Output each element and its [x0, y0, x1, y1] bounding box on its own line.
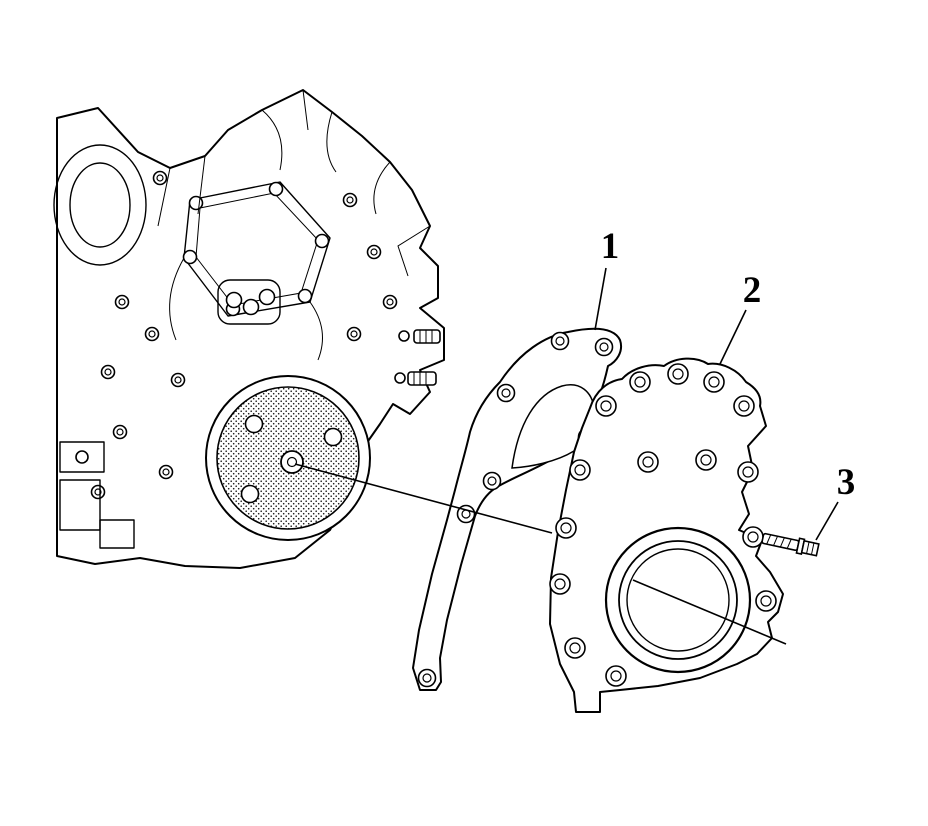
- callout-3-label: 3: [837, 462, 856, 503]
- alignment-line-hub-to-gasket: [294, 463, 553, 534]
- callout-3-leader-line: [815, 501, 839, 541]
- bolt-illustration: [761, 532, 820, 557]
- front-cover-illustration: [549, 357, 784, 713]
- callout-2: 2: [719, 270, 762, 365]
- block-bolt-holes: [90, 170, 398, 500]
- block-studs: [394, 329, 441, 386]
- alignment-line-seal-axis: [632, 579, 787, 645]
- callout-1-label: 1: [601, 226, 620, 267]
- callout-3: 3: [815, 462, 856, 541]
- callout-1-leader-line: [594, 267, 607, 331]
- callout-2-label: 2: [743, 270, 762, 311]
- cover-bolt-holes: [549, 363, 777, 687]
- crank-seal-illustration: [604, 526, 752, 674]
- callout-2-leader-line: [719, 309, 747, 365]
- crank-hub-illustration: [205, 375, 371, 541]
- callout-1: 1: [594, 226, 620, 331]
